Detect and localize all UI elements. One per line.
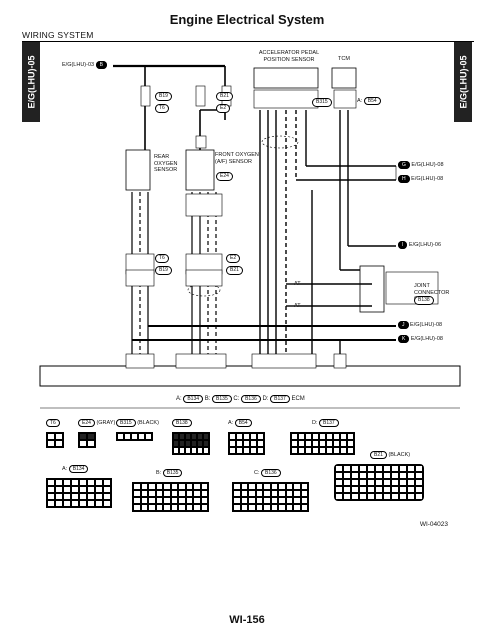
legend-b315-face	[116, 432, 153, 441]
legend-d-b137: D: B137	[312, 419, 339, 427]
at-label-1: AT	[294, 281, 301, 287]
legend-a-b134: A: B134	[62, 465, 89, 473]
section-label: WIRING SYSTEM	[22, 30, 94, 40]
legend-t6-face	[46, 432, 64, 448]
off-page-h: H E/G(LHU)-08	[398, 175, 443, 183]
off-page-i: I E/G(LHU)-06	[398, 241, 441, 249]
top-ref-marker: B	[95, 61, 107, 69]
conn-e2-mid: E2	[226, 254, 241, 263]
tcm-label: TCM	[338, 56, 350, 62]
side-tab-right: E/G(LHU)-05	[454, 42, 472, 122]
front-o2-label: FRONT OXYGEN (A/F) SENSOR	[215, 152, 259, 165]
conn-b21-mid: B21	[226, 266, 243, 275]
rear-o2-label: REAR OXYGEN SENSOR	[154, 154, 178, 173]
legend-a-b54: A: B54	[228, 419, 252, 427]
header-divider	[22, 41, 474, 42]
legend-b-b135: B: B135	[156, 469, 183, 477]
legend-b21-face	[334, 464, 424, 501]
off-page-k: K E/G(LHU)-08	[398, 335, 443, 343]
legend-b315: B315 (BLACK)	[116, 419, 159, 427]
off-page-j: J E/G(LHU)-08	[398, 321, 442, 329]
conn-a-b54: A: B54	[357, 97, 381, 105]
conn-b138: B138	[414, 296, 434, 305]
conn-b19: B19	[155, 92, 172, 101]
legend-b21: B21 (BLACK)	[370, 451, 410, 459]
off-page-g: G E/G(LHU)-08	[398, 161, 444, 169]
legend-b135-face	[132, 482, 209, 512]
accel-pedal-label: ACCELERATOR PEDAL POSITION SENSOR	[258, 50, 320, 63]
legend-b138-face	[172, 432, 210, 455]
conn-b21-top: B21	[216, 92, 233, 101]
at-label-2: AT	[294, 303, 301, 309]
figure-code: WI-04023	[419, 521, 448, 528]
legend-e24: E24 (GRAY)	[78, 419, 115, 427]
side-tab-left: E/G(LHU)-05	[22, 42, 40, 122]
ecm-connector-list: A: B134 B: B135 C: B136 D: B137 ECM	[176, 395, 305, 403]
page-title: Engine Electrical System	[169, 12, 325, 27]
ecm-box	[39, 365, 461, 387]
legend-b134-face	[46, 478, 112, 508]
conn-e2-top: E2	[216, 104, 231, 113]
conn-e24: E24	[216, 172, 233, 181]
top-ref-label: E/G(LHU)-03 B	[62, 61, 107, 69]
legend-t6: T6	[46, 419, 60, 427]
legend-c-b136: C: B136	[254, 469, 281, 477]
conn-b315: B315	[312, 98, 332, 107]
legend-b136-face	[232, 482, 309, 512]
page-number: WI-156	[229, 614, 265, 626]
legend-e24-face	[78, 432, 96, 448]
legend-b138: B138	[172, 419, 192, 427]
legend-b137-face	[290, 432, 355, 455]
conn-t6-mid: T6	[155, 254, 169, 263]
conn-t6-top: T6	[155, 104, 169, 113]
legend-b54-face	[228, 432, 265, 455]
conn-b19-mid: B19	[155, 266, 172, 275]
